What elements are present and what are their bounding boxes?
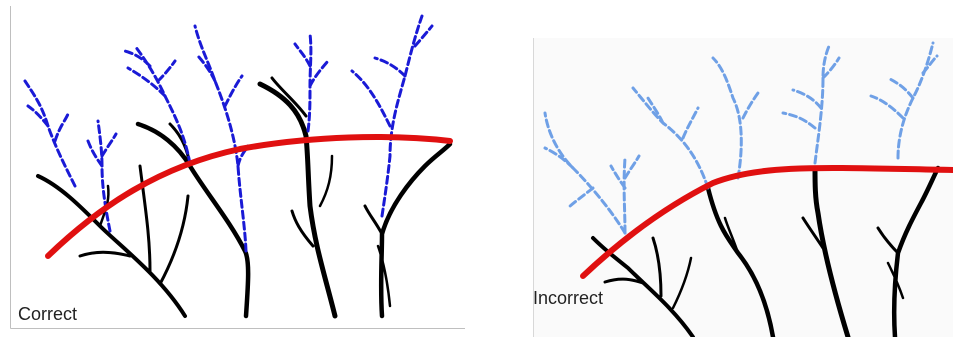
correct-panel: Correct: [10, 6, 465, 329]
removed-growth-dashed: [23, 14, 434, 253]
panel-background: [533, 38, 953, 337]
remaining-branches: [36, 76, 453, 319]
removed-growth-dashed: [543, 41, 939, 235]
cut-line: [580, 164, 953, 279]
incorrect-caption: Incorrect: [533, 288, 604, 308]
incorrect-panel: Incorrect: [533, 38, 953, 337]
correct-caption: Correct: [18, 304, 78, 324]
remaining-branches: [591, 165, 941, 337]
correct-pruning-diagram: [10, 6, 465, 329]
cut-line: [45, 134, 453, 259]
incorrect-pruning-diagram: [533, 38, 953, 337]
